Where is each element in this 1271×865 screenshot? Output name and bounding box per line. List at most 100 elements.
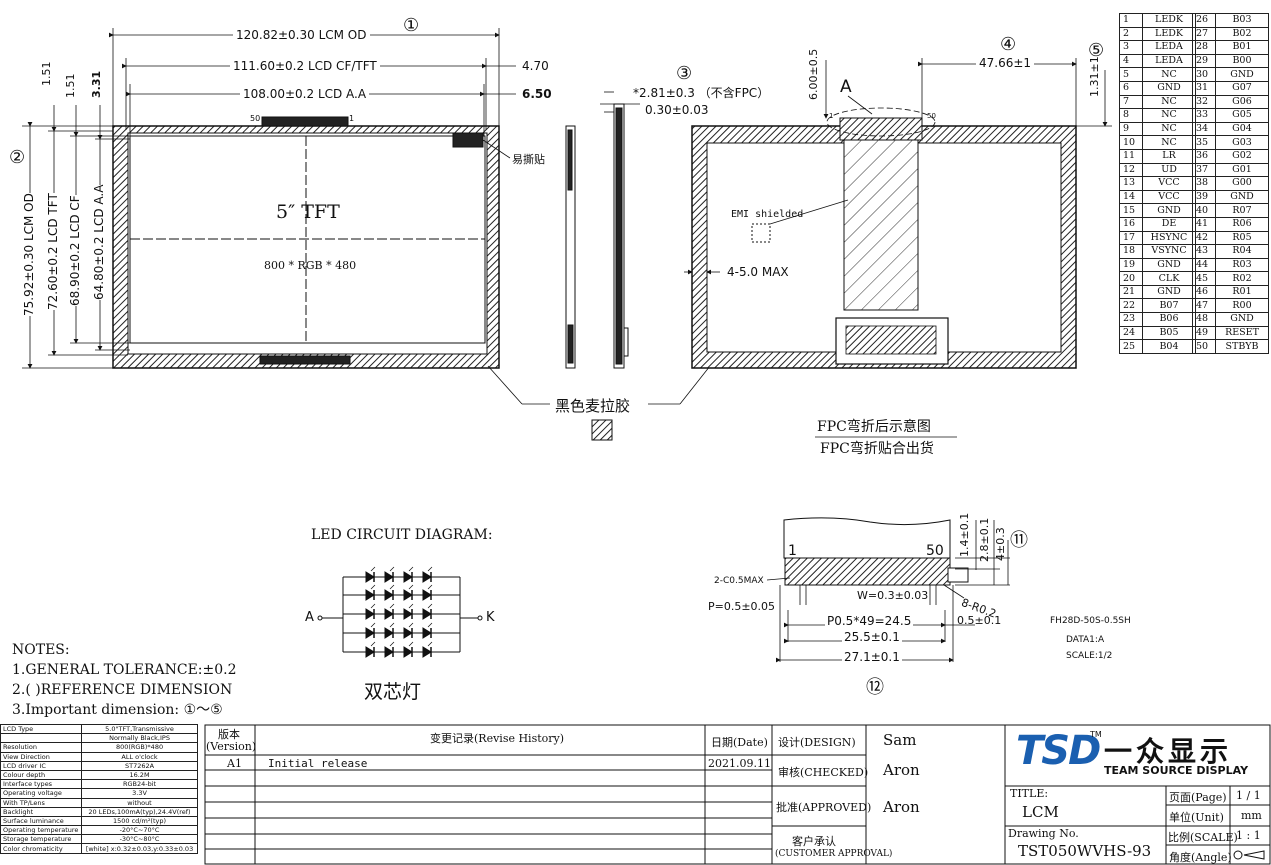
- pin-number: 3: [1119, 40, 1143, 55]
- pin-number: 16: [1119, 216, 1143, 232]
- dim-4-70: 4.70: [522, 59, 549, 73]
- conn-width: W=0.3±0.03: [857, 589, 929, 602]
- pin-number: 9: [1119, 121, 1143, 137]
- spec-value: 3.3V: [81, 788, 198, 799]
- pin-number: 20: [1119, 271, 1143, 286]
- spec-key: Resolution: [0, 742, 83, 753]
- note-3: 3.Important dimension: ①～⑤: [12, 702, 223, 718]
- pin-signal: R05: [1215, 230, 1269, 246]
- note-1: 1.GENERAL TOLERANCE:±0.2: [12, 662, 237, 678]
- spec-key: [0, 733, 83, 744]
- pin-signal: R01: [1215, 284, 1269, 300]
- led-caption: 双芯灯: [364, 681, 422, 703]
- spec-value: 16.2M: [81, 769, 198, 781]
- pin-number: 17: [1119, 230, 1143, 246]
- led-diode: [365, 646, 375, 658]
- pin-number: 24: [1119, 325, 1143, 341]
- led-circuit: [317, 566, 483, 658]
- pin-signal: B06: [1142, 312, 1196, 327]
- tb-approved-label: 批准(APPROVED): [776, 801, 872, 814]
- pin-number: 40: [1192, 203, 1216, 218]
- pin-number: 5: [1119, 67, 1143, 82]
- pin-signal: G01: [1215, 162, 1269, 178]
- back-pin1: 1: [829, 112, 834, 120]
- pin-number: 49: [1192, 325, 1216, 341]
- pin-signal: VCC: [1142, 176, 1196, 191]
- pin-signal: NC: [1142, 121, 1196, 137]
- note-2: 2.( )REFERENCE DIMENSION: [12, 682, 233, 698]
- spec-key: View Direction: [0, 751, 83, 762]
- dim-cf-height: 68.90±0.2 LCD CF: [68, 195, 82, 306]
- pin-number: 19: [1119, 257, 1143, 273]
- tb-revise-header: 变更记录(Revise History): [430, 732, 565, 745]
- pin-number: 31: [1192, 80, 1216, 96]
- spec-key: LCD Type: [0, 723, 83, 735]
- dim-top-3-31: 3.31: [90, 70, 103, 98]
- conn-27-1: 27.1±0.1: [842, 650, 902, 664]
- back-pin50: 50: [927, 112, 936, 120]
- black-mylar-label: 黑色麦拉胶: [555, 397, 631, 415]
- pin-signal: R00: [1215, 298, 1269, 314]
- led-diode: [384, 646, 394, 658]
- tb-page-value: 1 / 1: [1236, 789, 1261, 802]
- spec-value: -20°C~70°C: [81, 825, 198, 836]
- pin-number: 35: [1192, 135, 1216, 150]
- back-view: [684, 58, 1112, 438]
- pin-number: 8: [1119, 108, 1143, 123]
- tb-version-header-en: (Version): [206, 740, 257, 753]
- pin-signal: UD: [1142, 162, 1196, 178]
- led-diode: [384, 608, 394, 620]
- pin-signal: LEDA: [1142, 40, 1196, 55]
- tb-page-label: 页面(Page): [1169, 791, 1227, 804]
- led-diode: [384, 571, 394, 583]
- conn-pin1: 1: [788, 543, 797, 559]
- pin-signal: GND: [1142, 257, 1196, 273]
- led-diode: [403, 589, 413, 601]
- conn-chamfer: 2-C0.5MAX: [714, 576, 764, 586]
- title-block-lines: [204, 724, 1271, 865]
- pin-signal: G06: [1215, 94, 1269, 110]
- pin-signal: B00: [1215, 53, 1269, 69]
- pin-signal: DE: [1142, 216, 1196, 232]
- dim-6-50: 6.50: [522, 87, 552, 101]
- spec-key: Storage temperature: [0, 834, 83, 845]
- resolution-label: 800 * RGB * 480: [264, 259, 357, 272]
- tb-date-header: 日期(Date): [711, 736, 768, 749]
- pin-signal: G04: [1215, 121, 1269, 137]
- tb-checked-value: Aron: [883, 761, 920, 779]
- pin-signal: NC: [1142, 108, 1196, 123]
- pin-signal: B02: [1215, 26, 1269, 42]
- pin-signal: B07: [1142, 298, 1196, 314]
- pin-number: 45: [1192, 271, 1216, 286]
- pin-signal: GND: [1142, 80, 1196, 96]
- dim-thickness: *2.81±0.3 （不含FPC）: [633, 86, 770, 100]
- spec-value: 5.0"TFT,Transmissive: [81, 723, 198, 735]
- tb-approved-value: Aron: [883, 798, 920, 816]
- spec-value: -30°C~80°C: [81, 834, 198, 845]
- tb-version: A1: [227, 757, 242, 770]
- pin-signal: G00: [1215, 176, 1269, 191]
- led-anode: A: [305, 610, 314, 625]
- pin-number: 21: [1119, 284, 1143, 300]
- pin-number: 33: [1192, 108, 1216, 123]
